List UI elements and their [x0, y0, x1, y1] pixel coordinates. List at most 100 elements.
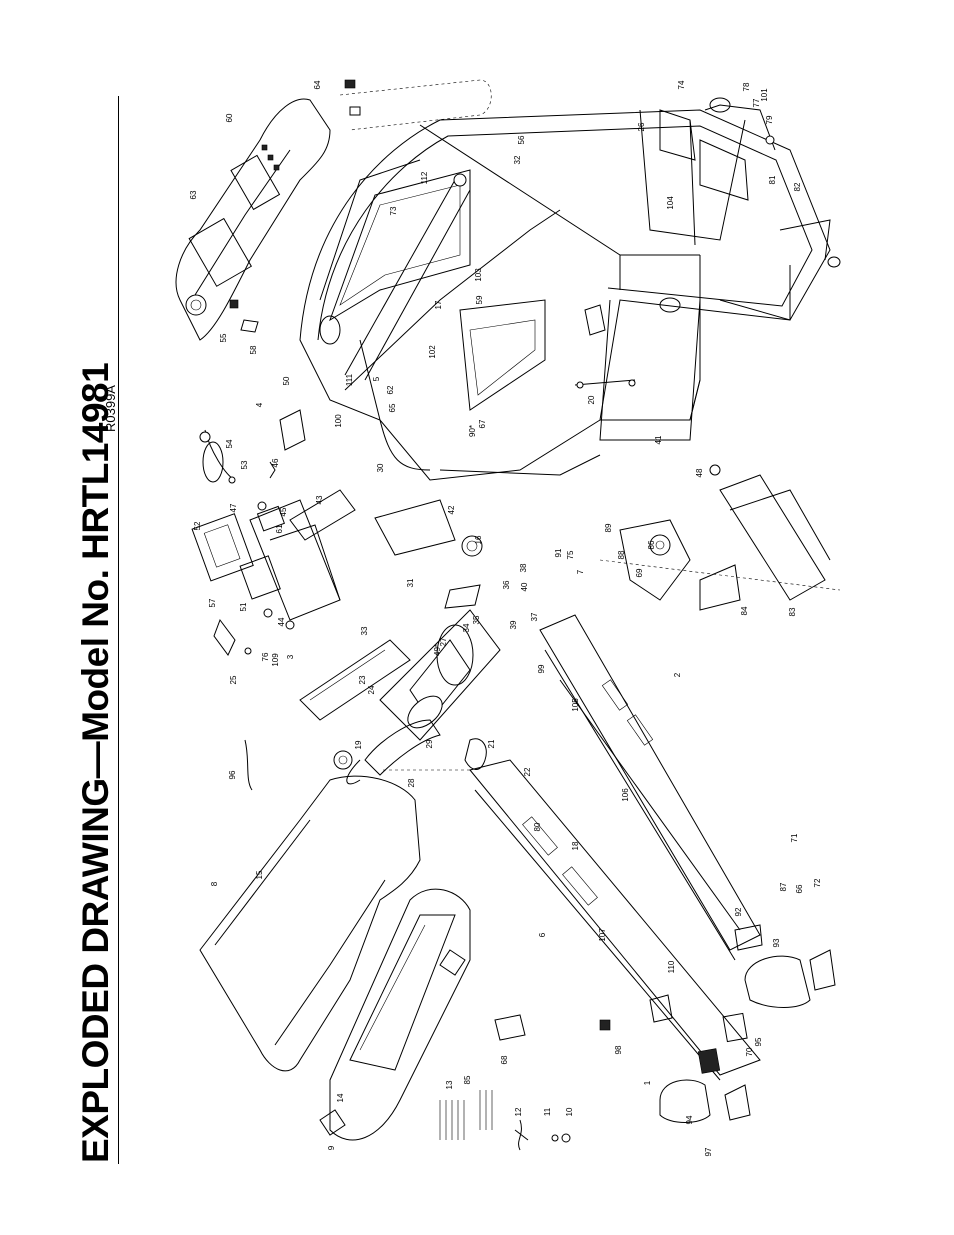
part-callout: 83 — [788, 607, 797, 616]
part-callout: 64 — [313, 80, 322, 89]
part-callout: 36 — [502, 580, 511, 589]
part-callout: 57 — [208, 598, 217, 607]
part-callout: 82 — [793, 182, 802, 191]
part-callout: 35 — [472, 615, 481, 624]
part-callout: 8 — [210, 881, 219, 886]
part-callout: 105 — [571, 698, 580, 712]
part-callout: 112 — [420, 171, 429, 184]
part-callout: 20 — [587, 395, 596, 404]
part-callout: 110 — [667, 960, 676, 973]
part-callout: 69 — [635, 568, 644, 577]
part-callout: 12 — [514, 1107, 523, 1116]
part-callout: 87 — [779, 882, 788, 891]
part-callout: 42 — [447, 505, 456, 514]
part-callout: 21 — [487, 739, 496, 748]
part-callout: 88 — [617, 550, 626, 559]
part-callout: 10 — [565, 1107, 574, 1116]
part-callout: 73 — [389, 206, 398, 215]
part-callout: 72 — [813, 878, 822, 887]
part-callout: 19 — [354, 740, 363, 749]
part-callout: 89 — [604, 523, 613, 532]
part-callout: 38 — [519, 563, 528, 572]
part-callout: 15 — [255, 870, 264, 879]
part-callout: 84 — [740, 606, 749, 615]
part-callout: 33 — [360, 626, 369, 635]
part-callout: 3 — [286, 654, 295, 659]
part-callout: 94 — [685, 1115, 694, 1124]
part-callout: 61 — [275, 524, 284, 533]
part-callout: 91 — [554, 548, 563, 557]
part-callout: 53 — [240, 460, 249, 469]
part-callout: 51 — [239, 602, 248, 611]
part-callout: 92 — [734, 907, 743, 916]
part-callout: 11 — [543, 1107, 552, 1116]
part-callout: 31 — [406, 578, 415, 587]
part-callout: 32 — [513, 155, 522, 164]
controller-assembly — [191, 409, 356, 656]
part-callout: 86 — [647, 540, 656, 549]
part-callout: 63 — [189, 190, 198, 199]
part-callout: 5 — [372, 376, 381, 381]
part-callout: 85 — [463, 1075, 472, 1084]
console — [175, 79, 492, 341]
part-callout: 96 — [228, 770, 237, 779]
part-callout: 78 — [742, 82, 751, 91]
part-callout: 58 — [249, 345, 258, 354]
part-callout: 111 — [345, 373, 354, 386]
part-callout: 37 — [530, 612, 539, 621]
part-callout: 74 — [677, 80, 686, 89]
part-callout: 13 — [445, 1080, 454, 1089]
part-callout: 103 — [474, 268, 483, 282]
part-callout: 40 — [520, 582, 529, 591]
part-callout: 56 — [517, 135, 526, 144]
part-callout: 100 — [334, 414, 343, 428]
part-callout: 79 — [765, 115, 774, 124]
part-callout: 29 — [425, 739, 434, 748]
part-callout: 48 — [695, 468, 704, 477]
part-callout: 59 — [475, 295, 484, 304]
part-callout: 67 — [478, 419, 487, 428]
part-callout: 99 — [537, 664, 546, 673]
part-callout: 66 — [795, 884, 804, 893]
hood-and-deck — [199, 775, 471, 1141]
part-callout: 106 — [621, 788, 630, 802]
callout-labels: 1234567891011121314151617181920212223242… — [189, 80, 822, 1156]
part-callout: 2 — [673, 672, 682, 677]
part-callout: 97 — [704, 1147, 713, 1156]
part-callout: 39 — [509, 620, 518, 629]
part-callout: 22 — [523, 767, 532, 776]
frame-rails — [380, 559, 841, 1081]
part-callout: 18 — [571, 841, 580, 850]
part-callout: 34 — [462, 623, 471, 632]
part-callout: 44 — [277, 617, 286, 626]
part-callout: 68 — [500, 1055, 509, 1064]
incline-assembly — [459, 97, 831, 611]
part-callout: 1 — [643, 1080, 652, 1085]
part-callout: 26 — [637, 122, 646, 131]
rear-feet — [599, 949, 836, 1123]
part-callout: 65 — [388, 403, 397, 412]
part-callout: 70 — [745, 1047, 754, 1056]
part-callout: 17 — [434, 300, 443, 309]
part-callout: 101 — [760, 88, 769, 102]
part-callout: 4 — [255, 402, 264, 407]
part-callout: 102 — [428, 345, 437, 359]
part-callout: 81 — [768, 175, 777, 184]
upright-frame — [299, 104, 841, 481]
part-callout: 90* — [468, 425, 477, 437]
part-callout: 107 — [598, 928, 607, 942]
part-callout: 25 — [229, 675, 238, 684]
part-callout: 62 — [386, 385, 395, 394]
part-callout: 46 — [271, 458, 280, 467]
part-callout: 75 — [566, 550, 575, 559]
part-callout: 55 — [219, 333, 228, 342]
part-callout: 50 — [282, 376, 291, 385]
part-callout: 104 — [666, 196, 675, 210]
part-callout: 7 — [576, 569, 585, 574]
motor-assembly — [299, 499, 501, 785]
part-callout: 41 — [654, 435, 663, 444]
part-callout: 93 — [772, 938, 781, 947]
part-callout: 30 — [376, 463, 385, 472]
part-callout: 14 — [336, 1093, 345, 1102]
